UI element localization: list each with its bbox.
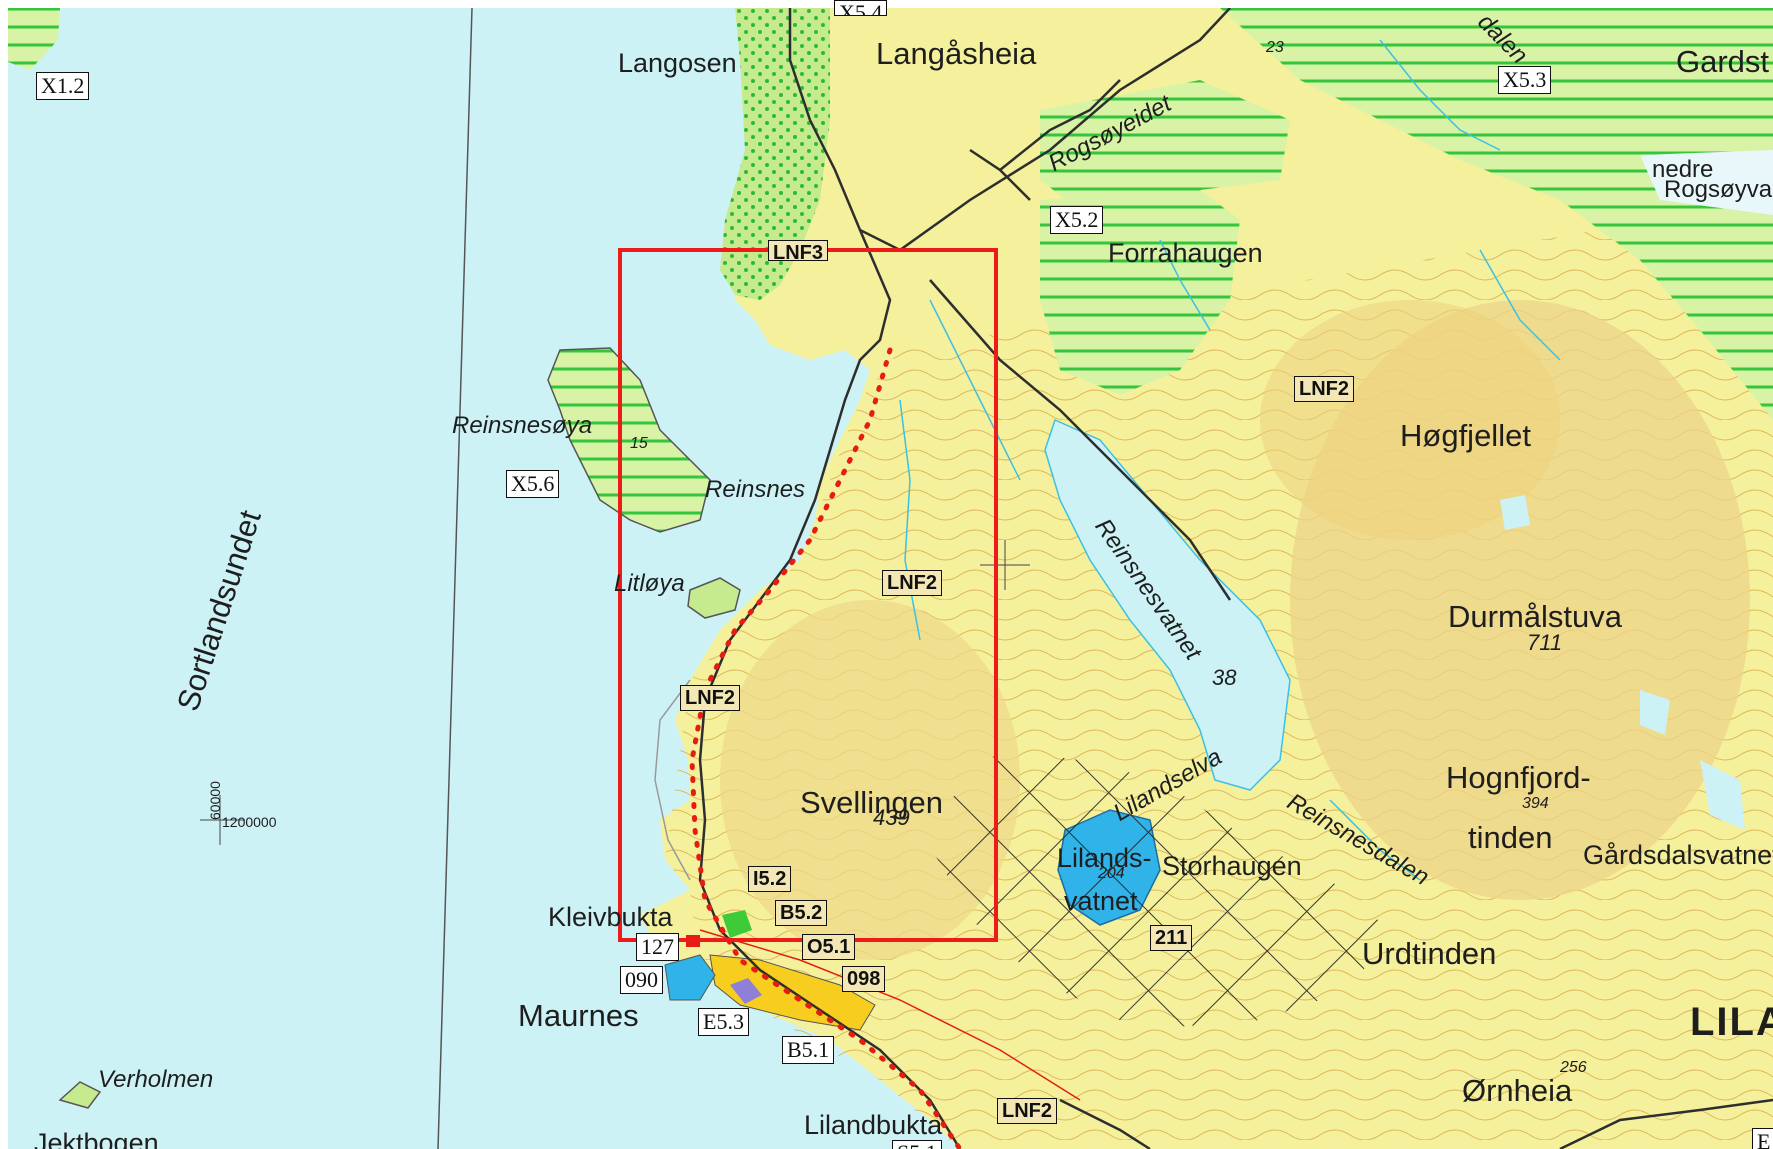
lake-nedre-rogsoyva xyxy=(1640,150,1773,215)
zone-code-x5-2[interactable]: X5.2 xyxy=(1050,206,1104,235)
label-urdtinden: Urdtinden xyxy=(1362,936,1497,971)
label-gardsdalsvatnet: Gårdsdalsvatnet xyxy=(1583,840,1773,870)
zone-code-lnf2-c[interactable]: LNF2 xyxy=(680,685,740,711)
label-reinsnes: Reinsnes xyxy=(705,476,806,503)
zone-code-x5-6[interactable]: X5.6 xyxy=(506,470,560,499)
label-verholmen: Verholmen xyxy=(98,1066,214,1093)
zone-crosshatch xyxy=(920,750,1390,1030)
zone-code-lnf2-a[interactable]: LNF2 xyxy=(1294,376,1354,402)
planned-path xyxy=(689,347,963,1149)
island-litloya xyxy=(687,577,741,619)
zone-code-x5-3[interactable]: X5.3 xyxy=(1498,66,1552,95)
height-256: 256 xyxy=(1560,1059,1587,1076)
zone-lnf3 xyxy=(720,8,830,300)
zone-blue-harbour xyxy=(664,954,716,1001)
coastal-strip xyxy=(654,679,691,881)
streams xyxy=(899,39,1561,881)
label-kleivbukta: Kleivbukta xyxy=(548,902,673,932)
zone-code-e5-3[interactable]: E5.3 xyxy=(698,1008,749,1037)
height-204: 204 xyxy=(1098,865,1125,882)
label-rogsoyva: Rogsøyva xyxy=(1664,176,1773,203)
zone-code-lnf2-d[interactable]: LNF2 xyxy=(997,1098,1057,1124)
label-ornheia: Ørnheia xyxy=(1462,1073,1573,1108)
label-hogfjellet: Høgfjellet xyxy=(1400,418,1531,453)
zone-code-b5-1[interactable]: B5.1 xyxy=(782,1036,835,1065)
label-tinden: tinden xyxy=(1468,820,1553,855)
zone-code-098[interactable]: 098 xyxy=(842,966,886,992)
zone-green-small xyxy=(722,910,752,938)
height-15: 15 xyxy=(630,435,648,452)
zone-code-o5-1[interactable]: O5.1 xyxy=(802,934,856,960)
roads xyxy=(698,8,1773,1149)
label-gardst: Gardst xyxy=(1676,44,1770,79)
zone-code-lnf2-b[interactable]: LNF2 xyxy=(882,570,942,596)
label-svellingen: Svellingen xyxy=(800,785,944,820)
height-711: 711 xyxy=(1527,630,1563,655)
hill-hogfjellet xyxy=(1260,300,1560,540)
zone-x5-2 xyxy=(1040,190,1240,395)
lake-small-3 xyxy=(1700,760,1745,830)
thin-red-line xyxy=(699,929,1081,1101)
lake-small-2 xyxy=(1640,690,1670,735)
coord-northing: 1200000 xyxy=(222,814,277,830)
label-jektbogen: Jektbogen xyxy=(34,1128,159,1149)
label-lilands: Lilands- xyxy=(1057,843,1152,873)
zone-x1-2 xyxy=(8,8,60,70)
label-langosen: Langosen xyxy=(618,48,737,78)
zone-code-i5-2[interactable]: I5.2 xyxy=(748,866,792,892)
islet-verholmen xyxy=(58,1081,102,1109)
height-38: 38 xyxy=(1212,665,1237,690)
zone-code-x5-4[interactable]: X5.4 xyxy=(834,0,888,16)
height-394: 394 xyxy=(1522,795,1549,812)
label-reinsnesoya: Reinsnesøya xyxy=(452,412,593,439)
zone-code-090[interactable]: 090 xyxy=(620,966,663,995)
label-forrahaugen: Forrahaugen xyxy=(1108,238,1263,268)
height-439: 439 xyxy=(873,805,910,830)
island-reinsnesoya xyxy=(547,347,711,533)
label-vatnet: vatnet xyxy=(1064,886,1138,916)
zone-code-127[interactable]: 127 xyxy=(636,933,679,962)
grid-cross xyxy=(200,540,1030,845)
label-litloya: Litløya xyxy=(614,570,685,597)
zone-code-s5-1[interactable]: S5.1 xyxy=(892,1140,942,1149)
lake-small-1 xyxy=(1500,495,1530,530)
zone-code-lnf3[interactable]: LNF3 xyxy=(768,240,828,261)
label-nedre: nedre xyxy=(1652,156,1714,183)
zone-code-b5-2[interactable]: B5.2 xyxy=(775,900,828,926)
municipal-boundary-line xyxy=(437,8,473,1149)
coord-easting: 60000 xyxy=(207,781,223,820)
label-langasheia: Langåsheia xyxy=(876,36,1037,71)
lake-reinsnesvatnet xyxy=(1044,418,1291,791)
zone-code-e-edge[interactable]: E xyxy=(1752,1128,1773,1149)
zone-x5-3 xyxy=(1220,8,1773,420)
label-durmalstuva: Durmålstuva xyxy=(1448,599,1622,634)
label-maurnes: Maurnes xyxy=(518,998,639,1033)
label-lilandbukta: Lilandbukta xyxy=(804,1110,943,1140)
zone-code-211[interactable]: 211 xyxy=(1150,925,1193,951)
height-23: 23 xyxy=(1266,39,1284,56)
zone-nw-hatch xyxy=(1040,80,1290,210)
zone-purple-e53 xyxy=(730,978,762,1004)
label-hognfjord: Hognfjord- xyxy=(1446,760,1591,795)
label-storhaugen: Storhaugen xyxy=(1162,851,1302,881)
label-lila: LILA xyxy=(1690,1000,1773,1044)
zone-code-x1-2[interactable]: X1.2 xyxy=(36,72,90,101)
